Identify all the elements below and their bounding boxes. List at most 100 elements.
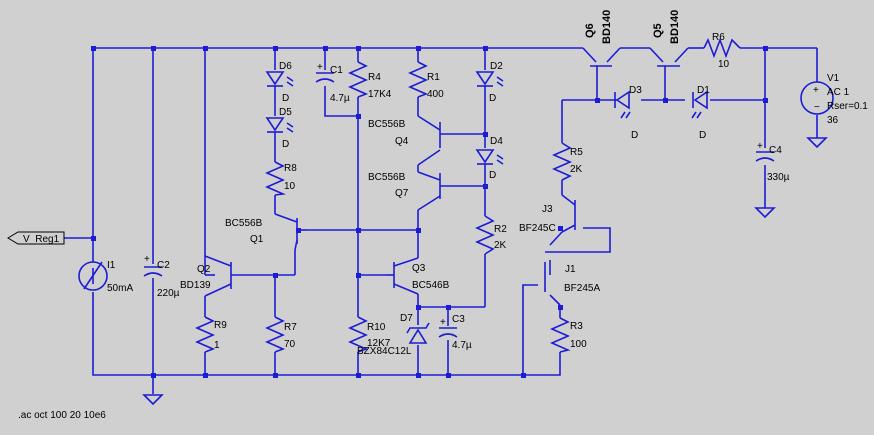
d7-name: D7 <box>400 313 413 324</box>
q2-model: BD139 <box>180 280 211 291</box>
svg-text:+: + <box>757 141 763 152</box>
i1-value: 50mA <box>107 283 133 294</box>
c2-name: C2 <box>157 260 170 271</box>
c4-name: C4 <box>769 145 782 156</box>
q7-name: Q7 <box>395 188 409 199</box>
r9-name: R9 <box>214 320 227 331</box>
q4-transistor: BC556B Q4 <box>368 119 441 148</box>
r5-resistor: R5 2K <box>552 142 583 181</box>
r10-resistor: R10 12K7 <box>348 316 391 353</box>
c3-capacitor: + C3 4.7µ <box>438 314 472 351</box>
ground-symbols <box>142 137 828 406</box>
q2-name: Q2 <box>197 264 211 275</box>
q5-model: BD140 <box>669 10 681 44</box>
d2-model: D <box>489 93 496 104</box>
r7-name: R7 <box>284 322 297 333</box>
c2-capacitor: + C2 220µ <box>143 254 180 299</box>
d3-name: D3 <box>629 85 642 96</box>
r7-resistor: R7 70 <box>265 316 297 353</box>
d4-model: D <box>489 170 496 181</box>
q4-model: BC556B <box>368 119 406 130</box>
d2-name: D2 <box>490 61 503 72</box>
d6-led: D6 D <box>265 61 294 104</box>
c3-name: C3 <box>452 314 465 325</box>
r2-name: R2 <box>494 224 507 235</box>
r10-value: 12K7 <box>367 338 391 349</box>
r10-name: R10 <box>367 322 386 333</box>
j1-jfet: J1 BF245A <box>544 262 600 294</box>
j1-name: J1 <box>565 264 576 275</box>
d5-model: D <box>282 139 289 150</box>
i1-name: I1 <box>107 260 116 271</box>
q3-transistor: Q3 BC546B <box>386 257 450 295</box>
j3-name: J3 <box>542 204 553 215</box>
d3-model: D <box>631 130 638 141</box>
d2-led: D2 D <box>475 61 504 104</box>
d3-led: D3 D <box>614 85 642 141</box>
q6-transistor: Q6 BD140 <box>584 10 613 72</box>
q3-model: BC546B <box>412 280 450 291</box>
v1-voltage-source: + − V1 AC 1 Rser=0.1 36 <box>800 73 868 126</box>
r8-name: R8 <box>284 163 297 174</box>
r1-value: 400 <box>427 89 444 100</box>
r9-resistor: R9 1 <box>195 316 227 353</box>
svg-text:+: + <box>317 62 323 73</box>
c1-name: C1 <box>330 65 343 76</box>
c4-capacitor: + C4 330µ <box>755 141 790 183</box>
c1-capacitor: + C1 4.7µ <box>315 62 350 104</box>
r9-value: 1 <box>214 340 220 351</box>
c2-value: 220µ <box>157 288 180 299</box>
v1-line1: AC 1 <box>827 87 850 98</box>
r1-resistor: R1 400 <box>408 61 444 100</box>
r6-name: R6 <box>712 32 725 43</box>
q6-name: Q6 <box>584 23 596 38</box>
r1-name: R1 <box>427 72 440 83</box>
v1-value: 36 <box>827 115 839 126</box>
q5-name: Q5 <box>652 23 664 38</box>
r4-value: 17K4 <box>368 89 392 100</box>
d1-model: D <box>699 130 706 141</box>
r7-value: 70 <box>284 339 296 350</box>
c1-value: 4.7µ <box>330 93 350 104</box>
j1-model: BF245A <box>564 283 600 294</box>
c4-value: 330µ <box>767 172 790 183</box>
junction-dots <box>91 46 768 378</box>
r6-resistor: R6 10 <box>703 32 741 70</box>
d1-led: D1 D <box>691 85 710 141</box>
svg-text:+: + <box>144 254 150 265</box>
d4-led: D4 D <box>475 136 504 181</box>
r3-resistor: R3 100 <box>550 317 587 353</box>
d7-model: BZX84C12L <box>357 346 412 357</box>
v1-name: V1 <box>827 73 840 84</box>
i1-current-source: I1 50mA <box>78 260 133 294</box>
q6-model: BD140 <box>601 10 613 44</box>
svg-text:+: + <box>440 317 446 328</box>
r5-value: 2K <box>570 164 583 175</box>
q1-transistor: BC556B Q1 <box>225 213 307 251</box>
r4-resistor: R4 17K4 <box>348 61 392 100</box>
q5-transistor: Q5 BD140 <box>652 10 681 72</box>
q7-transistor: BC556B Q7 <box>368 172 441 199</box>
r6-value: 10 <box>718 59 730 70</box>
svg-text:+: + <box>813 85 819 96</box>
d6-model: D <box>282 93 289 104</box>
r2-resistor: R2 2K <box>475 215 507 255</box>
r3-value: 100 <box>570 339 587 350</box>
d7-zener: D7 BZX84C12L <box>357 313 430 357</box>
r8-value: 10 <box>284 181 296 192</box>
d5-led: D5 D <box>265 107 294 150</box>
r2-value: 2K <box>494 240 507 251</box>
v1-line2: Rser=0.1 <box>827 101 868 112</box>
d5-name: D5 <box>279 107 292 118</box>
j3-jfet: J3 BF245C <box>519 200 576 234</box>
d6-name: D6 <box>279 61 292 72</box>
j3-model: BF245C <box>519 223 556 234</box>
q2-transistor: Q2 BD139 <box>180 255 232 297</box>
q1-model: BC556B <box>225 218 263 229</box>
q3-name: Q3 <box>412 263 426 274</box>
r4-name: R4 <box>368 72 381 83</box>
d4-name: D4 <box>490 136 503 147</box>
q4-name: Q4 <box>395 136 409 147</box>
